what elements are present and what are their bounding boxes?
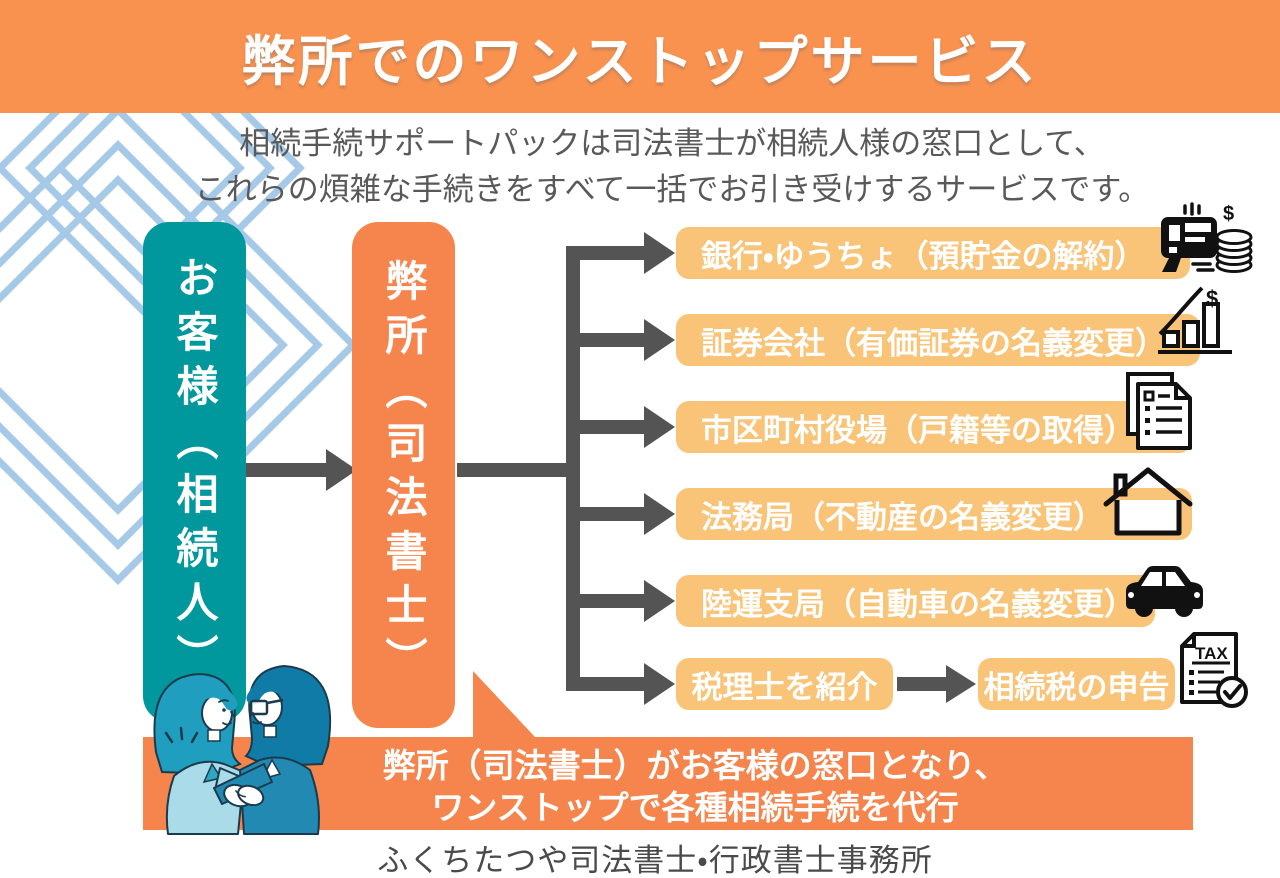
- handshake-illustration: [153, 664, 332, 835]
- svg-text:TAX: TAX: [1195, 644, 1228, 663]
- house-icon: [1103, 467, 1193, 536]
- car-icon: [1126, 566, 1203, 617]
- office-name: ふくちたつや司法書士・行政書士事務所: [377, 843, 933, 878]
- destination-inheritance-tax-filing: 相続税の申告: [978, 658, 1175, 710]
- header-banner: 弊所でのワンストップサービス: [0, 0, 1280, 113]
- destination-legal-label: 法務局（不動産の名義変更）: [701, 499, 1104, 535]
- banner-tail: [473, 671, 535, 737]
- destination-bank: 銀行・ゆうちょ（預貯金の解約）: [676, 227, 1190, 279]
- destination-municipal-label: 市区町村役場（戸籍等の取得）: [701, 412, 1135, 448]
- summary-line1: 弊所（司法書士）がお客様の窓口となり、: [382, 747, 1008, 784]
- destination-transport-label: 陸運支局（自動車の名義変更）: [701, 586, 1135, 622]
- office-node: 弊所（司法書士）: [352, 222, 455, 728]
- svg-text:$: $: [1223, 203, 1234, 225]
- tax-referral-label: 税理士を紹介: [691, 669, 878, 705]
- sparkle-lines: [164, 726, 199, 744]
- customer-label: お客様（相続人）: [171, 256, 218, 688]
- tax-filing-label: 相続税の申告: [983, 669, 1170, 705]
- destination-bank-label: 銀行・ゆうちょ（預貯金の解約）: [701, 238, 1146, 274]
- destination-securities-label: 証券会社（有価証券の名義変更）: [701, 325, 1166, 361]
- destination-legal-affairs-bureau: 法務局（不動産の名義変更）: [676, 488, 1192, 540]
- svg-text:$: $: [1206, 286, 1218, 311]
- summary-line2: ワンストップで各種相続手続を代行: [431, 789, 959, 826]
- intro-line2: これらの煩雑な手続きをすべて一括でお引き受けするサービスです。: [194, 172, 1150, 207]
- destination-tax-accountant-referral: 税理士を紹介: [676, 658, 893, 710]
- intro-line1: 相続手続サポートパックは司法書士が相続人様の窓口として、: [239, 126, 1105, 161]
- documents-icon: [1126, 372, 1192, 450]
- page-title: 弊所でのワンストップサービス: [241, 32, 1039, 92]
- intro-text: 相続手続サポートパックは司法書士が相続人様の窓口として、 これらの煩雑な手続きを…: [52, 121, 1280, 213]
- destination-transport-branch: 陸運支局（自動車の名義変更）: [676, 575, 1155, 627]
- summary-banner-text: 弊所（司法書士）がお客様の窓口となり、 ワンストップで各種相続手続を代行: [380, 745, 1010, 829]
- stock-chart-icon: $: [1158, 286, 1232, 354]
- office-label: 弊所（司法書士）: [380, 259, 427, 691]
- atm-money-icon: $: [1161, 202, 1253, 273]
- customer-node: お客様（相続人）: [143, 222, 246, 722]
- tax-document-icon: TAX: [1180, 632, 1248, 708]
- destination-municipal-office: 市区町村役場（戸籍等の取得）: [676, 401, 1192, 453]
- destination-securities: 証券会社（有価証券の名義変更）: [676, 314, 1200, 366]
